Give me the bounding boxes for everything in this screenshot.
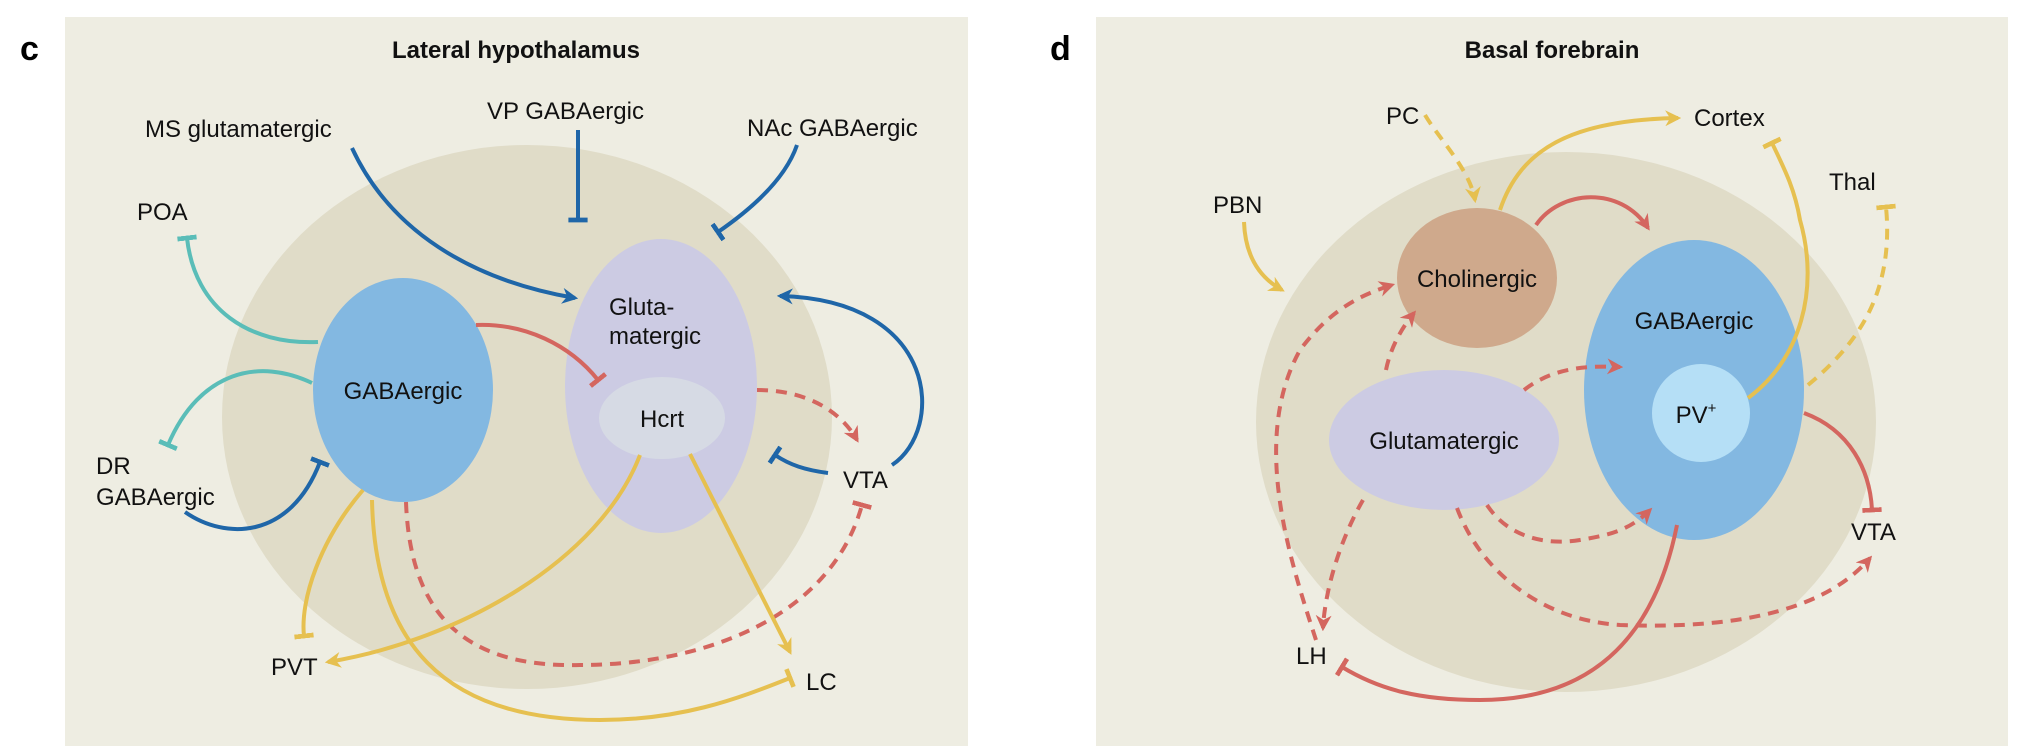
edge-glutamatergic-to-vta <box>1455 507 1873 628</box>
gabaergic-node[interactable] <box>313 278 493 502</box>
vta-label: VTA <box>1851 519 1896 546</box>
dr-label-line1: DR <box>96 453 131 480</box>
glutamatergic-label: Glutamatergic <box>1369 428 1518 455</box>
edge-cholinergic-to-gabaergic <box>1534 195 1650 231</box>
panel-c: c Lateral hypothalamus GABAergic Gluta- … <box>20 17 968 746</box>
edge-hcrt-to-lc <box>688 453 792 655</box>
lc-label: LC <box>806 669 837 696</box>
pvt-label: PVT <box>271 654 318 681</box>
gabaergic-label: GABAergic <box>344 378 463 405</box>
vp-gabaergic-label: VP GABAergic <box>487 98 644 125</box>
pv-node[interactable] <box>1652 364 1750 462</box>
cholinergic-label: Cholinergic <box>1417 266 1537 293</box>
pv-label-superscript: + <box>1708 400 1717 417</box>
edge-glutamatergic-to-vta <box>756 388 859 443</box>
panel-letter: c <box>20 30 39 68</box>
dr-label-line2: GABAergic <box>96 484 215 511</box>
edge-cholinergic-to-cortex <box>1498 110 1682 211</box>
panel-title: Basal forebrain <box>1465 37 1640 64</box>
poa-label: POA <box>137 199 188 226</box>
ms-glutamatergic-label: MS glutamatergic <box>145 116 332 143</box>
nac-gabaergic-label: NAc GABAergic <box>747 115 918 142</box>
edge-glutamatergic-to-lh <box>1315 499 1365 632</box>
glutamatergic-label-line1: Gluta- <box>609 294 674 321</box>
pc-label: PC <box>1386 103 1419 130</box>
thal-label: Thal <box>1829 169 1876 196</box>
edge-gabaergic-inhibits-lc <box>370 499 796 723</box>
hcrt-label: Hcrt <box>640 406 684 433</box>
pbn-label: PBN <box>1213 192 1262 219</box>
edge-nac-inhibits-glutamatergic <box>710 144 799 242</box>
edge-ms-to-glutamatergic <box>350 147 579 304</box>
hcrt-node[interactable] <box>599 377 725 459</box>
edge-gabaergic-inhibits-hcrt <box>475 322 607 388</box>
panel-title: Lateral hypothalamus <box>392 37 640 64</box>
edge-hcrt-to-pvt <box>324 454 642 668</box>
vta-label: VTA <box>843 467 888 494</box>
edge-gabaergic-inhibits-vta <box>404 500 872 668</box>
lh-label: LH <box>1296 643 1327 670</box>
edge-gabaergic-inhibits-lh <box>1334 524 1679 703</box>
panel-d: d Basal forebrain Cholinergic GABAergic … <box>1050 17 2008 746</box>
pv-label-text: PV <box>1676 402 1708 429</box>
cortex-label: Cortex <box>1694 105 1765 132</box>
glutamatergic-label-line2: matergic <box>609 323 701 350</box>
edge-pbn-to-basal-forebrain <box>1242 221 1285 292</box>
edge-glutamatergic-to-gabaergic-lower <box>1485 503 1653 544</box>
edge-gabaergic-inhibits-vta <box>1803 411 1882 513</box>
edge-glutamatergic-to-cholinergic <box>1384 310 1417 371</box>
edge-glutamatergic-to-gabaergic <box>1522 358 1624 392</box>
edge-gabaergic-inhibits-pvt <box>294 488 365 640</box>
cholinergic-node[interactable] <box>1397 208 1557 348</box>
edge-dr-inhibits-gabaergic <box>183 456 330 531</box>
edge-vta-to-glutamatergic <box>776 288 925 467</box>
edge-pc-to-cholinergic <box>1423 113 1481 204</box>
edge-gabaergic-inhibits-dr <box>158 369 313 451</box>
edge-vta-inhibits-hcrt <box>767 445 829 475</box>
pv-label: PV+ <box>1676 400 1717 429</box>
edge-gabaergic-inhibits-poa <box>177 234 319 345</box>
edge-lh-to-cholinergic <box>1274 281 1396 641</box>
panel-letter: d <box>1050 30 1071 68</box>
edge-pv-inhibits-cortex <box>1746 136 1810 400</box>
gabaergic-label: GABAergic <box>1635 308 1754 335</box>
edge-gabaergic-inhibits-thal <box>1806 203 1896 387</box>
glutamatergic-node[interactable] <box>1329 370 1559 510</box>
